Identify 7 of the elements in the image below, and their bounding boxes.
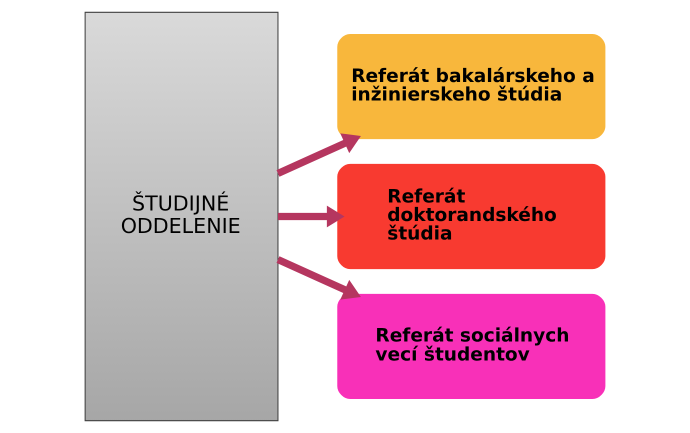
node-box: Referát doktorandského štúdia bbox=[337, 164, 606, 270]
arrow bbox=[276, 256, 361, 300]
arrow bbox=[278, 206, 345, 228]
arrow bbox=[276, 133, 361, 177]
node-box: ŠTUDIJNÉ ODDELENIE bbox=[84, 12, 278, 422]
node-box: Referát bakalárskeho a inžinierskeho štúdia bbox=[337, 34, 606, 140]
node-box: Referát sociálnych vecí študentov bbox=[337, 294, 606, 400]
